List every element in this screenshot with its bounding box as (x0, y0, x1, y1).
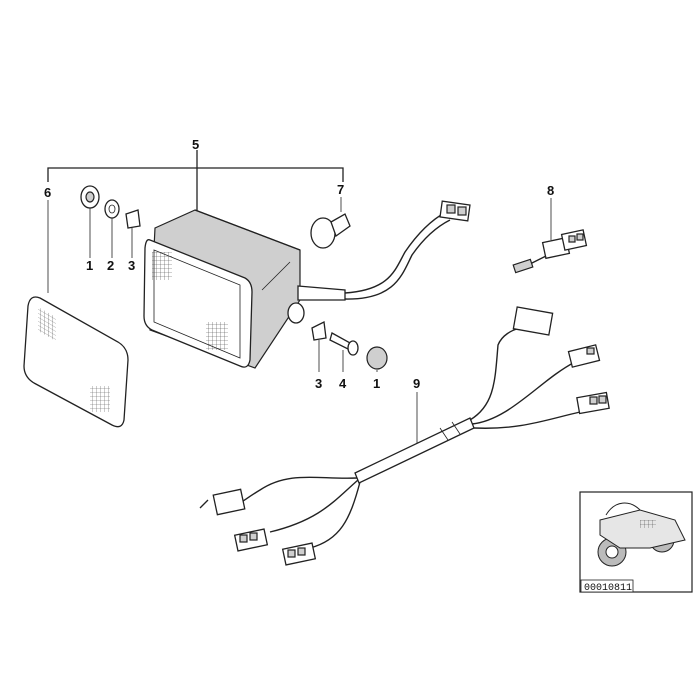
motorcycle-icon (597, 502, 686, 567)
bulb (310, 197, 351, 249)
callout-6: 6 (44, 185, 51, 200)
clip-3-lower (311, 321, 327, 372)
nut-1-top (80, 185, 100, 258)
callout-1: 1 (373, 376, 380, 391)
nut-1-lower (366, 346, 388, 372)
callout-5: 5 (192, 137, 199, 152)
callout-2: 2 (107, 258, 114, 273)
vehicle-thumbnail: 00010811 (579, 491, 693, 594)
callout-4: 4 (339, 376, 347, 391)
wiring-harness (199, 306, 610, 566)
figure-code: 00010811 (584, 583, 632, 594)
callout-9: 9 (413, 376, 420, 391)
lamp-housing (143, 209, 346, 369)
lens-plate (23, 200, 129, 428)
bolt-4 (329, 332, 359, 372)
callout-1: 1 (86, 258, 93, 273)
callout-8: 8 (547, 183, 554, 198)
group-bracket (47, 150, 344, 215)
callout-7: 7 (337, 182, 344, 197)
connector-8 (512, 198, 588, 274)
lamp-cable (344, 200, 471, 300)
callout-3: 3 (128, 258, 135, 273)
washer-2 (104, 199, 120, 258)
clip-3-top (125, 209, 141, 258)
callout-3: 3 (315, 376, 322, 391)
